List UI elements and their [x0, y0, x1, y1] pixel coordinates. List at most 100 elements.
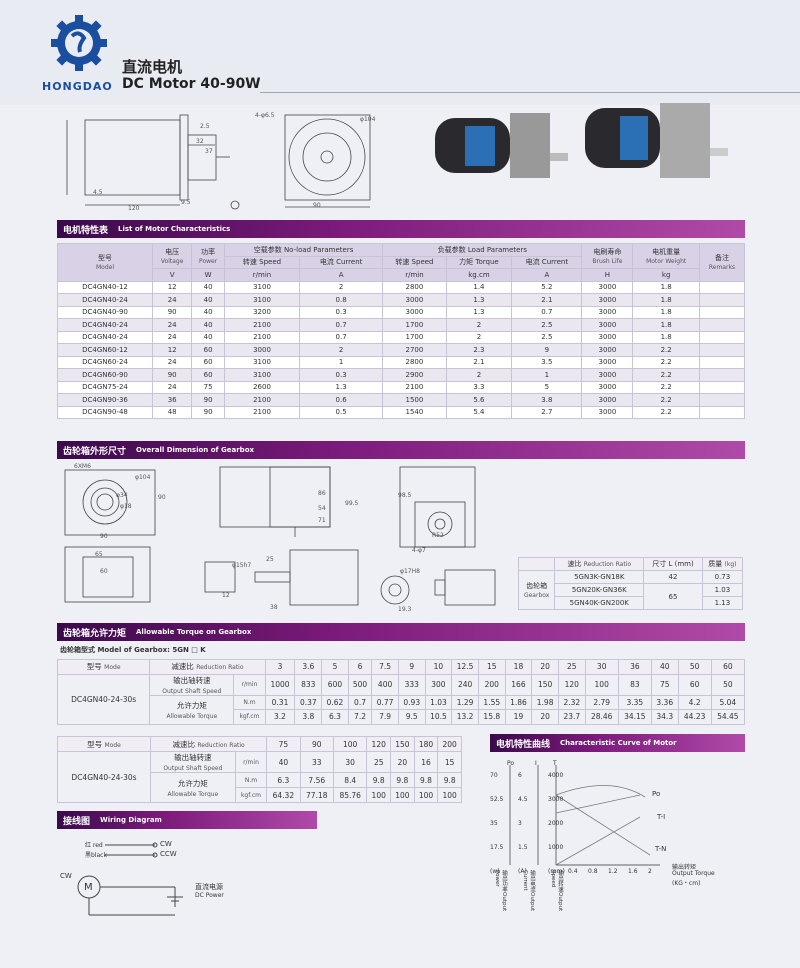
tick-label: 4000 [548, 772, 564, 779]
table-cell: 1.8 [632, 280, 700, 294]
table-cell: 600 [321, 673, 349, 696]
table-cell: 0.7 [511, 305, 583, 319]
table-cell: 2.5 [511, 318, 583, 332]
table-cell: 28.46 [584, 709, 619, 725]
table-cell [698, 393, 746, 407]
table-cell: 3000 [581, 330, 634, 344]
axis-label: T [553, 760, 557, 767]
dim-label: φ104 [360, 116, 376, 123]
dim-label: 90 [158, 494, 166, 501]
dim-label: 6XM6 [74, 463, 91, 470]
tick-label: 0.4 [568, 868, 578, 875]
table-cell: 36 [617, 659, 652, 675]
table-cell: 36 [151, 393, 193, 407]
dim-label: φ34 [116, 492, 128, 499]
table-cell: 9.5 [397, 709, 426, 725]
section-title-cn: 齿轮箱外形尺寸 [63, 446, 127, 457]
table-cell: 2.2 [632, 393, 700, 407]
table-cell: 5GN20K-GN36K [554, 583, 645, 597]
table-cell: 3.2 [264, 709, 296, 725]
gearbox-dimension-drawing [64, 466, 496, 606]
table-cell: 2.1 [445, 355, 513, 369]
dim-label: 12 [222, 592, 230, 599]
x-axis-label-cn: 输出转矩 [672, 864, 697, 871]
table-cell: 200 [477, 673, 506, 696]
table-cell: 24 [151, 380, 193, 394]
dim-label: 32 [196, 138, 204, 145]
table-cell: 5GN3K-GN18K [554, 570, 645, 584]
table-cell: 2 [299, 343, 384, 357]
dim-label: 86 [318, 490, 326, 497]
table-cell: 15.8 [477, 709, 506, 725]
table-cell: 34.3 [650, 709, 679, 725]
table-cell: 减速比 Reduction Ratio [149, 659, 266, 675]
table-cell: 9.8 [413, 772, 439, 788]
table-cell: 90 [151, 368, 193, 382]
table-cell: 6.3 [321, 709, 349, 725]
table-cell: 150 [531, 673, 559, 696]
table-cell: 0.62 [321, 694, 349, 710]
table-cell: 10.5 [424, 709, 453, 725]
table-cell: 3000 [382, 293, 447, 307]
table-cell: 54.45 [710, 709, 746, 725]
tick-label: 0.8 [588, 868, 598, 875]
table-cell: 85.76 [332, 787, 368, 803]
table-cell: 1 [299, 355, 384, 369]
table-cell: 40 [191, 280, 225, 294]
dim-label: 90 [313, 202, 321, 209]
table-cell: 75 [650, 673, 679, 696]
table-cell [698, 305, 746, 319]
motor-photos [435, 103, 728, 178]
table-cell: 1700 [382, 330, 447, 344]
rotation-label: CW [60, 872, 72, 880]
section-title-en: Wiring Diagram [100, 816, 162, 824]
table-cell: 833 [294, 673, 323, 696]
table-cell: 2100 [223, 330, 301, 344]
table-cell: 2100 [223, 318, 301, 332]
tick-label: (w) [490, 868, 500, 875]
dc-power-label-en: DC Power [195, 892, 224, 899]
table-cell: 60 [710, 659, 746, 675]
table-cell: 23.7 [557, 709, 586, 725]
table-cell: 1.4 [445, 280, 513, 294]
table-cell: 100 [390, 787, 415, 803]
table-cell: 3000 [581, 280, 634, 294]
table-cell: 240 [451, 673, 479, 696]
dc-power-label-cn: 直流电源 [195, 883, 223, 891]
dim-label: R52 [432, 532, 444, 539]
tick-label: 6 [518, 772, 522, 779]
tick-label: 2000 [548, 820, 564, 827]
table-cell: 40 [266, 751, 301, 773]
table-cell: 166 [504, 673, 533, 696]
table-cell: 3000 [581, 393, 634, 407]
dim-label: φ15h7 [232, 562, 252, 569]
dim-label: 120 [128, 205, 140, 212]
table-cell: 25 [366, 751, 392, 773]
table-cell: 3.8 [511, 393, 583, 407]
table-cell [698, 405, 746, 419]
table-cell: N.m [233, 694, 266, 710]
table-cell: 333 [397, 673, 426, 696]
tick-label: 1.2 [608, 868, 618, 875]
table-cell: 24 [151, 355, 193, 369]
table-cell: 5.04 [710, 694, 746, 710]
table-cell: 1.8 [632, 330, 700, 344]
table-cell: 6 [347, 659, 373, 675]
table-cell: 120 [557, 673, 586, 696]
table-cell: kgf.cm [233, 709, 266, 725]
table-cell: 1 [511, 368, 583, 382]
table-cell: 3000 [581, 405, 634, 419]
table-cell: 2.32 [557, 694, 586, 710]
table-cell: 40 [191, 293, 225, 307]
